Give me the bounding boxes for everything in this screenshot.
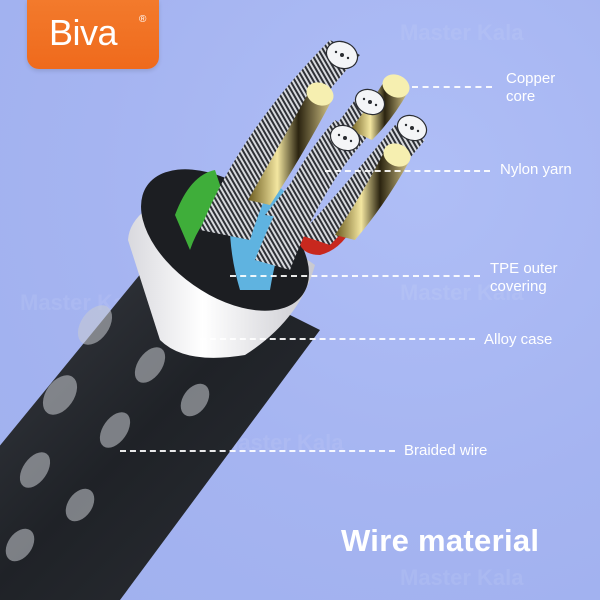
leader-nylon-yarn <box>325 170 490 172</box>
watermark: Master Kala <box>400 20 524 45</box>
callout-copper-core-line2: core <box>506 88 536 105</box>
watermark: Master Kala <box>400 565 524 590</box>
callout-nylon-yarn-line1: Nylon yarn <box>500 161 572 178</box>
leader-tpe-outer-covering <box>230 275 480 277</box>
callout-alloy-case: Alloy case <box>484 331 552 349</box>
callout-alloy-case-line1: Alloy case <box>484 331 553 348</box>
leader-copper-core <box>412 86 492 88</box>
watermark: Master Kala <box>400 280 524 305</box>
registered-mark: ® <box>139 14 147 25</box>
leader-alloy-case <box>200 338 475 340</box>
callout-tpe-line2: covering <box>490 278 547 295</box>
callout-copper-core-line1: Copper <box>506 70 556 87</box>
nylon-yarn-tips <box>325 40 428 152</box>
headline: Wire material <box>341 523 540 558</box>
callout-braided-wire: Braided wire <box>404 442 487 460</box>
brand-logo: Biva ® <box>27 0 159 69</box>
callout-copper-core: Copper core <box>506 70 555 106</box>
leader-braided-wire <box>120 450 395 452</box>
callout-braided-wire-line1: Braided wire <box>404 442 488 459</box>
callout-tpe-outer-covering: TPE outer covering <box>490 260 558 296</box>
callout-nylon-yarn: Nylon yarn <box>500 161 572 179</box>
callout-tpe-line1: TPE outer <box>490 260 558 277</box>
brand-name: Biva <box>49 12 118 53</box>
